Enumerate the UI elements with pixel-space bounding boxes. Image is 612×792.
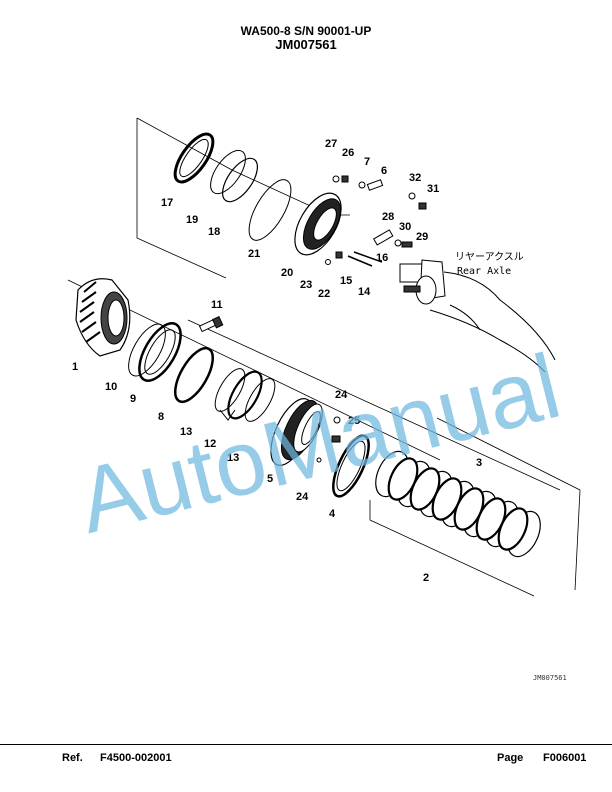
callout-23: 23	[300, 279, 312, 291]
callout-30: 30	[399, 221, 411, 233]
callout-14: 14	[358, 286, 371, 298]
part-5-gear-hub	[270, 398, 323, 466]
rear-axle-housing	[399, 259, 556, 373]
callout-1: 1	[72, 361, 78, 373]
callout-9: 9	[130, 393, 136, 405]
callout-13-lower: 13	[227, 452, 239, 464]
parts-2-3-clutch-disc-stack	[375, 450, 541, 558]
parts-24-25-fasteners	[316, 416, 341, 463]
callout-3: 3	[476, 457, 482, 469]
callout-21: 21	[248, 248, 260, 260]
figure-code: JM007561	[533, 674, 567, 682]
part-4-ring	[332, 434, 370, 498]
callout-25: 25	[348, 415, 360, 427]
callout-13-upper: 13	[180, 426, 192, 438]
part-11-bolt	[198, 316, 224, 333]
callout-18: 18	[208, 226, 220, 238]
callout-4: 4	[329, 508, 336, 520]
callout-32: 32	[409, 172, 421, 184]
rings-8-12-13	[173, 346, 276, 422]
axle-label-english: Rear Axle	[457, 266, 511, 277]
callout-10: 10	[105, 381, 117, 393]
callout-17: 17	[161, 197, 173, 209]
drawing-number: JM007561	[275, 37, 337, 52]
rings-9-10	[128, 322, 182, 382]
callout-31: 31	[427, 183, 439, 195]
callout-16: 16	[376, 252, 388, 264]
ref-label: Ref.	[62, 752, 83, 764]
page-footer: Ref. F4500-002001 Page F006001	[0, 744, 612, 775]
callout-20: 20	[281, 267, 293, 279]
callout-29: 29	[416, 231, 428, 243]
callout-2: 2	[423, 572, 429, 584]
axle-label-japanese: リヤーアクスル	[455, 251, 524, 263]
callout-5: 5	[267, 473, 273, 485]
small-fasteners	[325, 175, 427, 267]
page-label: Page	[497, 752, 524, 764]
callout-8: 8	[158, 411, 164, 423]
page-title: WA500-8 S/N 90001-UP	[240, 24, 372, 38]
callout-7: 7	[364, 156, 370, 168]
callout-12: 12	[204, 438, 216, 450]
callout-22: 22	[318, 288, 330, 300]
callout-19: 19	[186, 214, 198, 226]
callout-26: 26	[342, 147, 354, 159]
callout-labels: 1 2 3 4 5 6 7 8 9 10 11 12 13 13 14 15 1…	[72, 138, 482, 584]
callout-11: 11	[211, 299, 223, 311]
callout-27: 27	[325, 138, 337, 150]
part-1-housing	[75, 278, 131, 357]
ref-value: F4500-002001	[100, 752, 172, 764]
callout-24-lower: 24	[296, 491, 309, 503]
callout-6: 6	[381, 165, 387, 177]
callout-24-upper: 24	[335, 389, 348, 401]
callout-28: 28	[382, 211, 394, 223]
callout-15: 15	[340, 275, 352, 287]
page-value: F006001	[543, 752, 587, 764]
parts-17-21-upper-rings	[173, 132, 292, 241]
part-20-carrier	[294, 192, 342, 256]
